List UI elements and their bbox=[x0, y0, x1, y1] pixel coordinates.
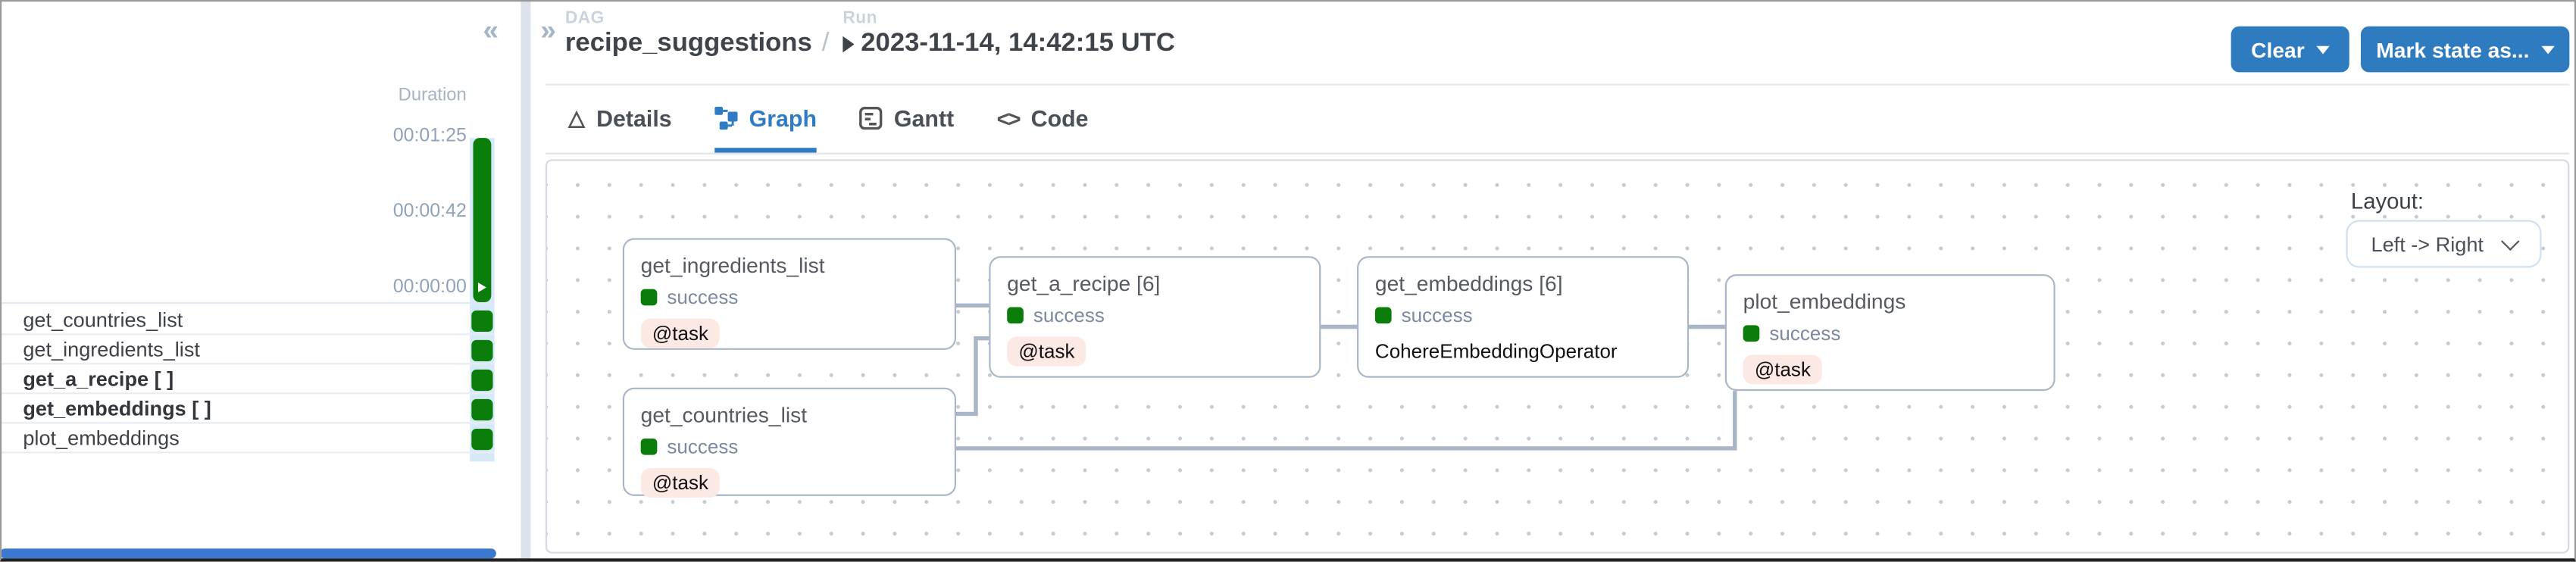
task-name: get_ingredients_list bbox=[23, 338, 200, 362]
node-title: get_embeddings [6] bbox=[1374, 270, 1563, 296]
task-name: plot_embeddings bbox=[23, 426, 180, 451]
dag-name[interactable]: recipe_suggestions bbox=[564, 30, 812, 58]
node-title: get_countries_list bbox=[640, 402, 808, 427]
node-title: get_a_recipe [6] bbox=[1007, 270, 1161, 296]
duration-axis-label: Duration bbox=[398, 85, 467, 105]
node-status: success bbox=[667, 435, 739, 458]
breadcrumb-dag: DAG recipe_suggestions / bbox=[565, 8, 830, 59]
run-label: Run bbox=[843, 8, 877, 28]
node-status: success bbox=[1769, 321, 1841, 345]
dag-label: DAG bbox=[564, 8, 605, 28]
breadcrumb-separator: / bbox=[821, 30, 830, 58]
layout-selected-value: Left -> Right bbox=[2371, 232, 2484, 256]
caret-down-icon bbox=[2315, 45, 2330, 54]
task-decorator-badge: @task bbox=[640, 467, 721, 498]
code-icon: <> bbox=[996, 105, 1021, 131]
task-decorator-badge: @task bbox=[1743, 354, 1823, 385]
graph-node-get-a-recipe[interactable]: get_a_recipe [6] success @task bbox=[989, 256, 1321, 378]
task-row[interactable]: get_countries_list bbox=[0, 305, 495, 336]
tab-label: Code bbox=[1030, 105, 1089, 132]
main-area: » DAG recipe_suggestions / Run 2023-11-1… bbox=[537, 0, 2576, 562]
node-status: success bbox=[1033, 304, 1105, 327]
mark-state-as-button[interactable]: Mark state as... bbox=[2360, 26, 2570, 73]
tab-label: Details bbox=[596, 105, 672, 132]
success-status-icon bbox=[640, 438, 658, 455]
task-decorator-badge: @task bbox=[640, 318, 721, 348]
node-status: success bbox=[667, 286, 739, 309]
panel-divider[interactable] bbox=[521, 0, 531, 562]
task-name: get_embeddings [ ] bbox=[23, 397, 211, 421]
task-row[interactable]: get_a_recipe [ ] bbox=[0, 364, 495, 395]
play-icon bbox=[477, 282, 486, 292]
axis-zero-line bbox=[0, 301, 495, 304]
tab-bar: △ Details Graph Gantt <> Code bbox=[546, 86, 1131, 153]
tab-gantt[interactable]: Gantt bbox=[859, 86, 954, 153]
task-name: get_countries_list bbox=[23, 308, 183, 333]
operator-name-badge: CohereEmbeddingOperator bbox=[1374, 339, 1618, 364]
success-status-icon bbox=[640, 289, 658, 306]
task-status-square[interactable] bbox=[470, 398, 492, 420]
tab-label: Graph bbox=[749, 105, 818, 132]
graph-node-plot-embeddings[interactable]: plot_embeddings success @task bbox=[1724, 274, 2055, 392]
caret-down-icon bbox=[2540, 45, 2554, 54]
dag-run-duration-bar[interactable] bbox=[473, 138, 492, 302]
task-row[interactable]: get_ingredients_list bbox=[0, 335, 495, 365]
task-name: get_a_recipe [ ] bbox=[23, 367, 174, 392]
horizontal-scrollbar[interactable] bbox=[0, 548, 496, 559]
graph-icon bbox=[714, 106, 738, 130]
duration-tick: 00:00:00 bbox=[392, 277, 467, 298]
tabs-separator bbox=[545, 152, 2570, 155]
task-status-square[interactable] bbox=[470, 427, 492, 450]
clear-button[interactable]: Clear bbox=[2231, 26, 2349, 73]
task-status-square[interactable] bbox=[470, 368, 492, 390]
task-row[interactable]: plot_embeddings bbox=[0, 423, 495, 454]
header-separator bbox=[545, 83, 2570, 86]
expand-panel-icon[interactable]: » bbox=[540, 14, 556, 46]
task-list: get_countries_list get_ingredients_list … bbox=[0, 305, 495, 454]
tab-label: Gantt bbox=[893, 105, 955, 132]
node-status: success bbox=[1401, 304, 1473, 327]
details-icon: △ bbox=[568, 105, 585, 130]
duration-tick: 00:00:42 bbox=[392, 201, 467, 222]
grid-panel: « Duration 00:01:25 00:00:42 00:00:00 ge… bbox=[0, 0, 521, 562]
layout-direction-select[interactable]: Left -> Right bbox=[2346, 220, 2542, 268]
tab-details[interactable]: △ Details bbox=[568, 86, 671, 153]
run-caret-icon bbox=[843, 36, 855, 53]
layout-label: Layout: bbox=[2350, 189, 2424, 214]
gantt-icon bbox=[859, 106, 883, 130]
dag-graph-canvas[interactable]: get_ingredients_list success @task get_a… bbox=[545, 159, 2570, 554]
success-status-icon bbox=[1374, 307, 1392, 324]
node-title: get_ingredients_list bbox=[640, 252, 825, 278]
node-title: plot_embeddings bbox=[1743, 289, 1906, 314]
breadcrumb-run: Run 2023-11-14, 14:42:15 UTC bbox=[843, 8, 1175, 59]
tab-graph[interactable]: Graph bbox=[714, 86, 818, 153]
task-status-square[interactable] bbox=[470, 339, 492, 361]
graph-node-get-countries-list[interactable]: get_countries_list success @task bbox=[622, 387, 956, 498]
mark-state-button-label: Mark state as... bbox=[2376, 36, 2530, 62]
duration-tick: 00:01:25 bbox=[392, 126, 467, 146]
tab-code[interactable]: <> Code bbox=[997, 86, 1089, 153]
clear-button-label: Clear bbox=[2251, 36, 2305, 62]
success-status-icon bbox=[1007, 307, 1024, 324]
success-status-icon bbox=[1743, 325, 1760, 342]
task-decorator-badge: @task bbox=[1007, 336, 1086, 367]
task-row[interactable]: get_embeddings [ ] bbox=[0, 394, 495, 424]
graph-edges bbox=[955, 303, 1737, 451]
collapse-panel-icon[interactable]: « bbox=[483, 14, 499, 46]
run-timestamp[interactable]: 2023-11-14, 14:42:15 UTC bbox=[861, 30, 1175, 58]
task-status-square[interactable] bbox=[470, 309, 492, 331]
graph-node-get-embeddings[interactable]: get_embeddings [6] success CohereEmbeddi… bbox=[1357, 256, 1690, 378]
chevron-down-icon bbox=[2500, 231, 2519, 250]
graph-node-get-ingredients-list[interactable]: get_ingredients_list success @task bbox=[622, 238, 956, 350]
